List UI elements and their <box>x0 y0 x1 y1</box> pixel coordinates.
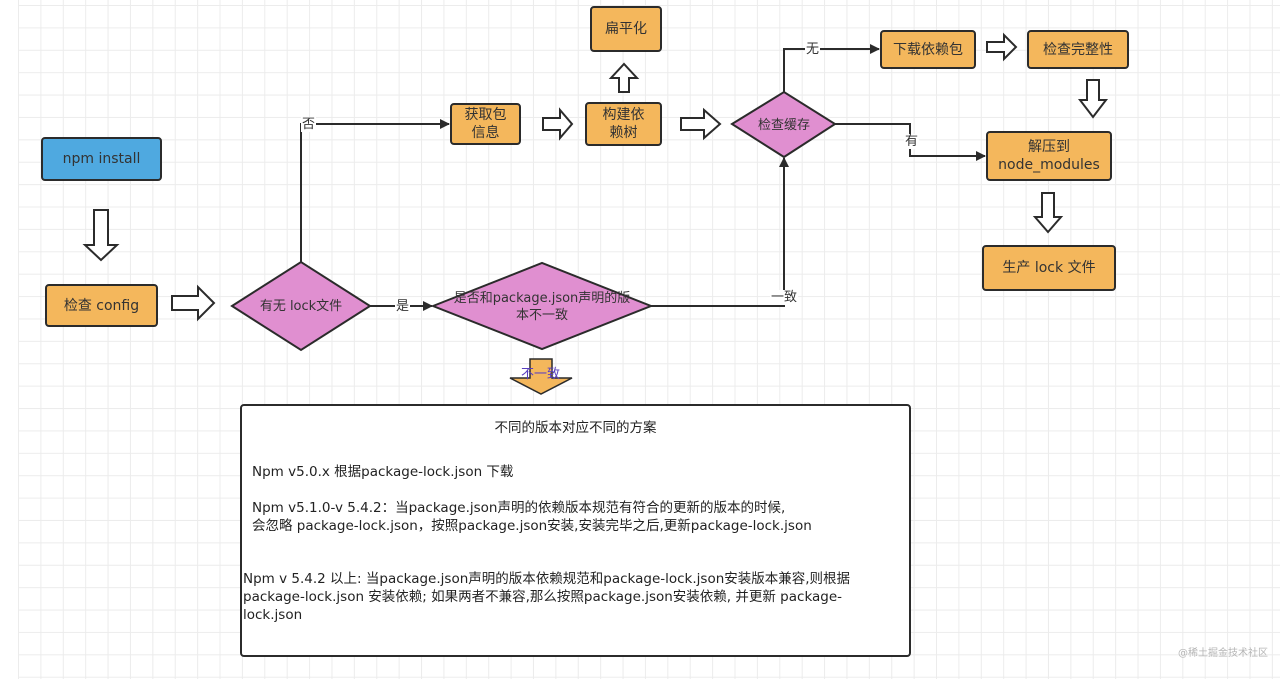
edge-label-consistent: 一致 <box>770 290 799 305</box>
block-arrow-down-inconsistent-icon <box>509 358 573 395</box>
edge-label-no: 否 <box>301 117 317 132</box>
watermark: @稀土掘金技术社区 <box>1178 648 1268 659</box>
version-note-line: package-lock.json 安装依赖; 如果两者不兼容,那么按照pack… <box>243 589 843 605</box>
version-note-line: lock.json <box>243 607 303 623</box>
block-arrow-down-icon <box>82 209 120 262</box>
node-label-line: 解压到 <box>1028 139 1070 155</box>
node-check-config[interactable]: 检查 config <box>45 284 158 327</box>
node-label: 检查完整性 <box>1043 41 1113 58</box>
edge-label-has: 有 <box>904 134 920 149</box>
node-get-package-info[interactable]: 获取包 信息 <box>450 103 521 145</box>
decision-has-lock-label: 有无 lock文件 <box>259 298 343 314</box>
edge-no-lock <box>300 119 450 262</box>
node-download-dependencies[interactable]: 下载依赖包 <box>880 30 976 69</box>
block-arrow-down-icon <box>1032 192 1064 234</box>
node-label: npm install <box>62 151 141 167</box>
block-arrow-right-icon <box>542 107 574 141</box>
version-note-line: Npm v 5.4.2 以上: 当package.json声明的版本依赖规范和p… <box>243 571 851 587</box>
version-notes-title: 不同的版本对应不同的方案 <box>494 420 657 436</box>
edge-label-inconsistent: 不一致 <box>521 367 561 382</box>
node-label-line: 赖树 <box>609 125 638 141</box>
version-note-line: 会忽略 package-lock.json，按照package.json安装,安… <box>252 518 812 534</box>
node-check-integrity[interactable]: 检查完整性 <box>1027 30 1129 69</box>
node-label-line: 获取包 <box>464 107 507 123</box>
node-label: 下载依赖包 <box>893 41 963 58</box>
node-npm-install[interactable]: npm install <box>41 137 162 181</box>
node-label: 扁平化 <box>605 21 647 37</box>
decision-check-cache-label: 检查缓存 <box>757 117 810 133</box>
edge-consistent <box>651 157 789 307</box>
node-extract-to-node-modules[interactable]: 解压到 node_modules <box>986 131 1112 181</box>
node-label: 检查 config <box>63 297 140 314</box>
edge-no-cache <box>783 44 880 92</box>
edge-label-yes: 是 <box>395 299 411 314</box>
edge-label-none: 无 <box>805 42 821 57</box>
node-label-line: node_modules <box>998 157 1100 173</box>
block-arrow-right-icon <box>680 107 722 141</box>
node-label-line: 构建依 <box>602 107 645 123</box>
block-arrow-up-icon <box>608 62 640 93</box>
decision-label-line: 是否和package.json声明的版 <box>453 291 631 306</box>
node-generate-lock-file[interactable]: 生产 lock 文件 <box>982 245 1116 291</box>
decision-label-line: 本不一致 <box>515 308 568 323</box>
block-arrow-right-icon <box>171 284 216 322</box>
block-arrow-down-icon <box>1077 79 1109 119</box>
version-note-line: Npm v5.0.x 根据package-lock.json 下载 <box>252 464 514 480</box>
block-arrow-right-icon <box>986 32 1018 62</box>
node-label: 生产 lock 文件 <box>1002 260 1096 276</box>
decision-version-diff-label: 是否和package.json声明的版 本不一致 <box>440 287 644 327</box>
node-label-line: 信息 <box>471 125 500 141</box>
node-build-dependency-tree[interactable]: 构建依 赖树 <box>585 102 662 146</box>
node-flatten[interactable]: 扁平化 <box>590 6 662 52</box>
version-notes-box: 不同的版本对应不同的方案 Npm v5.0.x 根据package-lock.j… <box>240 404 911 657</box>
version-note-line: Npm v5.1.0-v 5.4.2：当package.json声明的依赖版本规… <box>252 500 786 516</box>
